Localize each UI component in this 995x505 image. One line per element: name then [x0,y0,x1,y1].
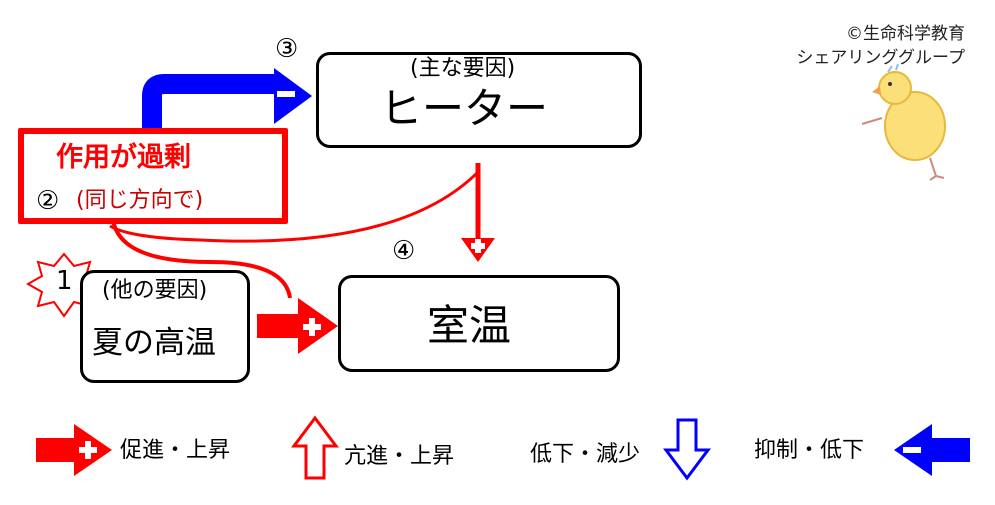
overaction-title: 作用が過剰 [56,142,191,173]
room-title: 室温 [427,301,512,350]
legend-suppress-icon [894,424,970,476]
legend-promote-icon [36,424,112,476]
legend-decrease-label: 低下・減少 [530,442,641,467]
overaction-subtitle: (同じ方向で) [76,188,204,213]
minus-sign-icon [277,91,295,97]
plus-sign-icon [471,243,485,249]
feedback-curve [109,170,480,243]
room-number: ④ [392,236,416,266]
overaction-number: ② [36,186,60,216]
heater-subtitle: (主な要因) [410,56,516,81]
suppress-arrow-to-heater [142,68,312,130]
legend-enhance-label: 亢進・上昇 [344,444,455,469]
credit-line-1: ©生命科学教育 [846,24,965,44]
heater-title: ヒーター [380,84,549,133]
legend-promote-label: 促進・上昇 [120,438,231,463]
credit-line-2: シェアリンググループ [796,48,965,68]
legend-suppress-label: 抑制・低下 [754,438,865,463]
heater-box [316,52,642,148]
heater-to-room-arrow [461,163,495,262]
chick-illustration [861,63,946,181]
summer-box [80,270,250,383]
legend-decrease-icon [663,418,711,481]
summer-number: 1 [56,266,73,296]
summer-title: 夏の高温 [92,325,216,361]
plus-sign-icon [303,324,321,330]
summer-subtitle: (他の要因) [102,278,208,303]
overaction-box [18,128,288,224]
summer-to-room-arrow [257,298,338,354]
overaction-curve [111,219,292,299]
legend-enhance-icon [291,415,339,480]
heater-number: ③ [275,34,299,64]
room-box [338,275,620,372]
